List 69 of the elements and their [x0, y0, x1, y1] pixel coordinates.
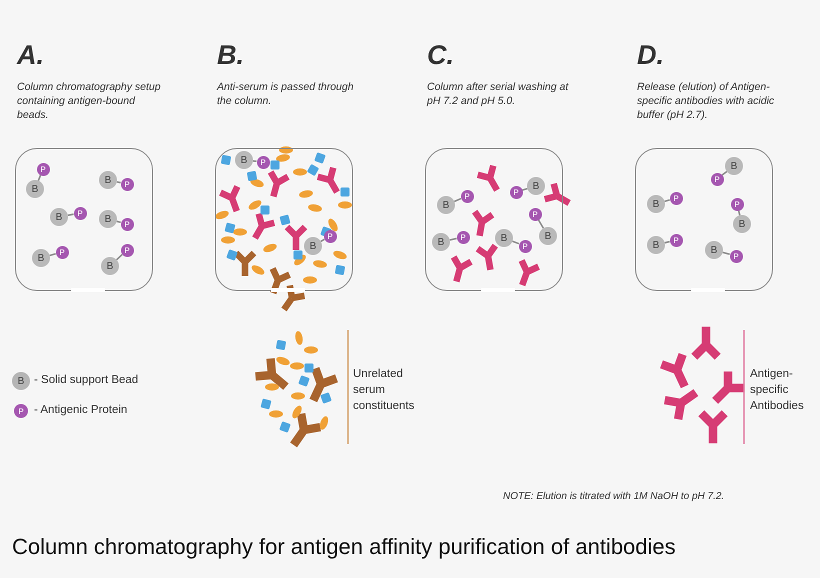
bracket-label: Unrelated serum constituents [353, 367, 416, 414]
linker-line [116, 181, 121, 184]
protein-circle: P [670, 234, 682, 246]
linker-line [522, 188, 528, 191]
protein-circle: P [120, 244, 134, 256]
linker-line [116, 254, 123, 260]
protein-circle: P [670, 192, 682, 204]
panel-letter: C. [427, 40, 454, 71]
bead-circle: B [647, 236, 665, 254]
protein-circle: P [56, 246, 68, 258]
bead-circle: B [437, 196, 455, 214]
bead-circle: B [101, 257, 119, 275]
bracket-label: Antigen-specific Antibodies [750, 367, 805, 414]
linker-line [38, 174, 42, 181]
note-text: NOTE: Elution is titrated with 1M NaOH to pH 7.2. [503, 491, 724, 502]
protein-circle: P [36, 162, 50, 176]
panel-description: Column chromatography setup containing antigen-bound beads. [17, 80, 162, 122]
bead-circle: B [32, 249, 50, 267]
linker-line [68, 213, 74, 216]
linker-line [512, 240, 520, 244]
linker-line [664, 199, 670, 202]
bead-circle: B [539, 227, 557, 245]
bead-circle: B [647, 195, 665, 213]
protein-circle: P [120, 178, 134, 190]
caption: Column chromatography for antigen affinity purification of antibodies [12, 534, 676, 560]
legend-letter: B [18, 376, 24, 386]
bead-circle: B [705, 241, 723, 259]
protein-circle: P [456, 230, 470, 244]
panel-description: Release (elution) of Antigen-specific antibodies with acidic buffer (pH 2.7). [637, 80, 776, 122]
protein-circle: P [74, 206, 86, 220]
bead-circle: B [99, 171, 117, 189]
linker-line [738, 210, 741, 216]
bead-circle: B [495, 229, 513, 247]
protein-circle: P [120, 218, 134, 230]
linker-line [454, 198, 462, 202]
linker-line [252, 160, 257, 162]
bead-circle: B [527, 177, 545, 195]
bead-circle: B [725, 157, 743, 175]
panel-description: Anti-serum is passed through the column. [217, 80, 355, 108]
bead-circle: B [99, 210, 117, 228]
legend-text: - Solid support Bead [34, 374, 138, 386]
linker-line [722, 170, 728, 176]
protein-circle: P [256, 156, 270, 168]
linker-line [538, 219, 544, 229]
linker-line [664, 240, 670, 244]
linker-line [722, 252, 730, 256]
bead-circle: B [26, 180, 44, 198]
panel-letter: A. [17, 40, 44, 71]
panel-letter: D. [637, 40, 664, 71]
panel-description: Column after serial washing at pH 7.2 and pH 5.0. [427, 80, 570, 108]
protein-circle: P [730, 250, 742, 262]
linker-line [49, 253, 56, 256]
legend-letter: P [18, 406, 24, 416]
protein-circle: P [510, 186, 522, 198]
panel-letter: B. [217, 40, 244, 71]
bead-circle: B [235, 151, 253, 169]
bead-circle: B [733, 215, 751, 233]
protein-circle: P [518, 240, 532, 252]
bead-circle: B [50, 208, 68, 226]
legend-text: - Antigenic Protein [34, 404, 128, 416]
bead-circle: B [304, 237, 322, 255]
linker-line [450, 238, 457, 241]
linker-line [116, 220, 121, 224]
protein-circle: P [730, 198, 744, 210]
protein-circle: P [528, 208, 542, 220]
bead-circle: B [432, 233, 450, 251]
linker-line [320, 238, 325, 242]
protein-circle: P [460, 190, 474, 202]
protein-circle: P [710, 172, 724, 186]
